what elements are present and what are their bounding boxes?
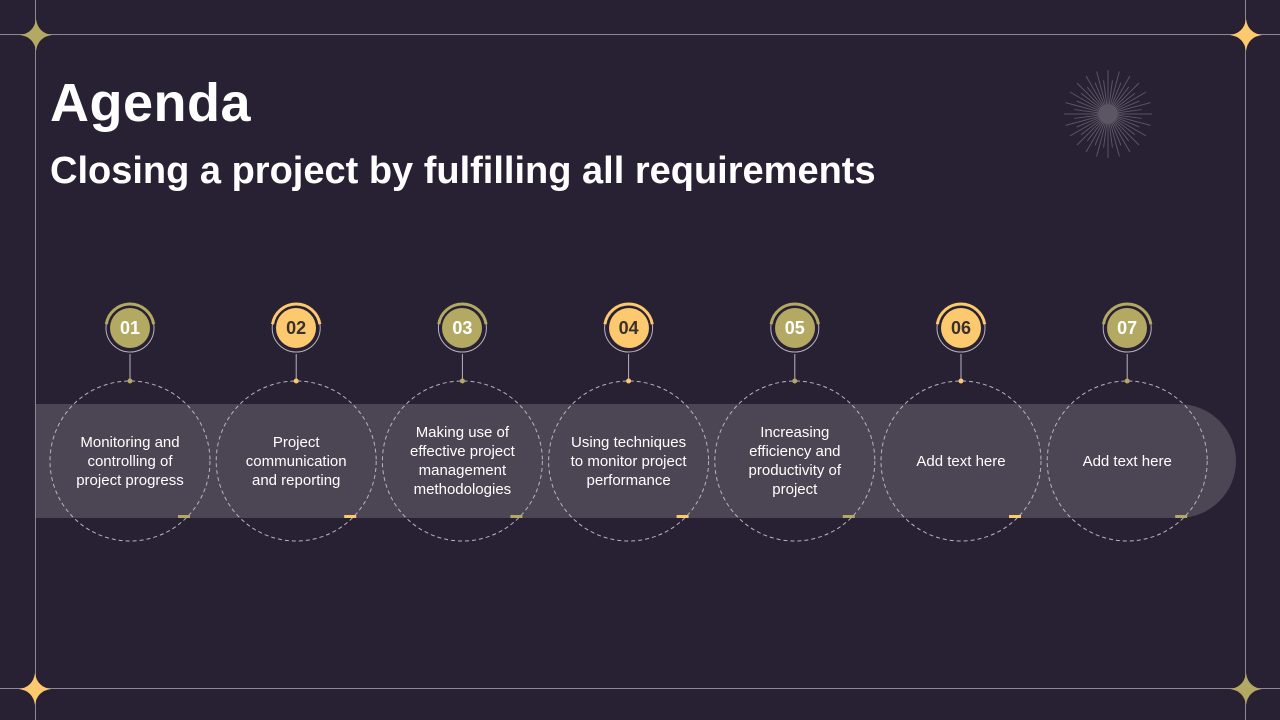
step-description: Increasing efficiency and productivity o… [748,424,842,498]
frame-line-left [35,0,36,720]
step-dashed-circle [548,380,710,542]
step-connector-dot [293,378,299,384]
step-accent-dash [178,515,190,518]
step-badge-arc [603,302,654,325]
step-number-badge: 05 [774,308,815,348]
step-accent-dash [676,515,689,518]
step-number-badge: 03 [442,308,483,348]
step-connector-dot [792,378,798,384]
step-number-badge: 01 [110,308,150,348]
step-number-badge: 06 [941,308,981,348]
step-description: Project communication and reporting [245,433,347,489]
step-description: Using techniques to monitor project perf… [570,433,687,489]
step-dashed-circle [49,380,211,542]
step-number-badge: 07 [1107,308,1148,348]
step-dashed-circle [215,380,377,542]
step-dashed-circle [1046,380,1208,542]
slide-subtitle: Closing a project by fulfilling all requ… [50,150,876,192]
sunburst-decoration-icon [1064,70,1152,158]
step-number-badge: 04 [608,308,649,348]
step-badge-arc [1102,302,1153,325]
slide-title: Agenda [50,73,252,133]
frame-line-right [1245,0,1246,720]
step-description: Add text here [916,452,1006,470]
step-accent-dash [842,515,855,518]
timeline-band [36,404,1236,518]
step-description: Add text here [1082,452,1172,470]
frame-line-top [0,34,1280,35]
step-accent-dash [1009,515,1021,518]
step-connector-dot [459,378,465,384]
step-connector-dot [958,378,964,384]
step-badge-arc [104,302,156,325]
step-connector-dot [127,378,133,384]
step-description: Monitoring and controlling of project pr… [76,433,184,489]
step-description: Making use of effective project manageme… [410,424,515,498]
sparkle-icon-top-left [20,19,52,51]
step-accent-dash [344,515,357,518]
step-connector-dot [1124,378,1130,384]
step-accent-dash [510,515,523,518]
step-badge-arc [935,302,987,325]
step-badge-arc [769,302,820,325]
frame-line-bottom [0,688,1280,689]
step-badge-arc [437,302,488,325]
sparkle-icon-bottom-left [19,673,51,705]
step-number-badge: 02 [276,308,317,348]
step-accent-dash [1175,515,1188,518]
sparkle-icon-top-right [1230,19,1262,51]
step-dashed-circle [714,380,876,542]
step-dashed-circle [381,380,543,542]
step-dashed-circle [880,380,1042,542]
sparkle-icon-bottom-right [1230,673,1262,705]
step-badge-arc [271,302,322,325]
step-connector-dot [626,378,632,384]
